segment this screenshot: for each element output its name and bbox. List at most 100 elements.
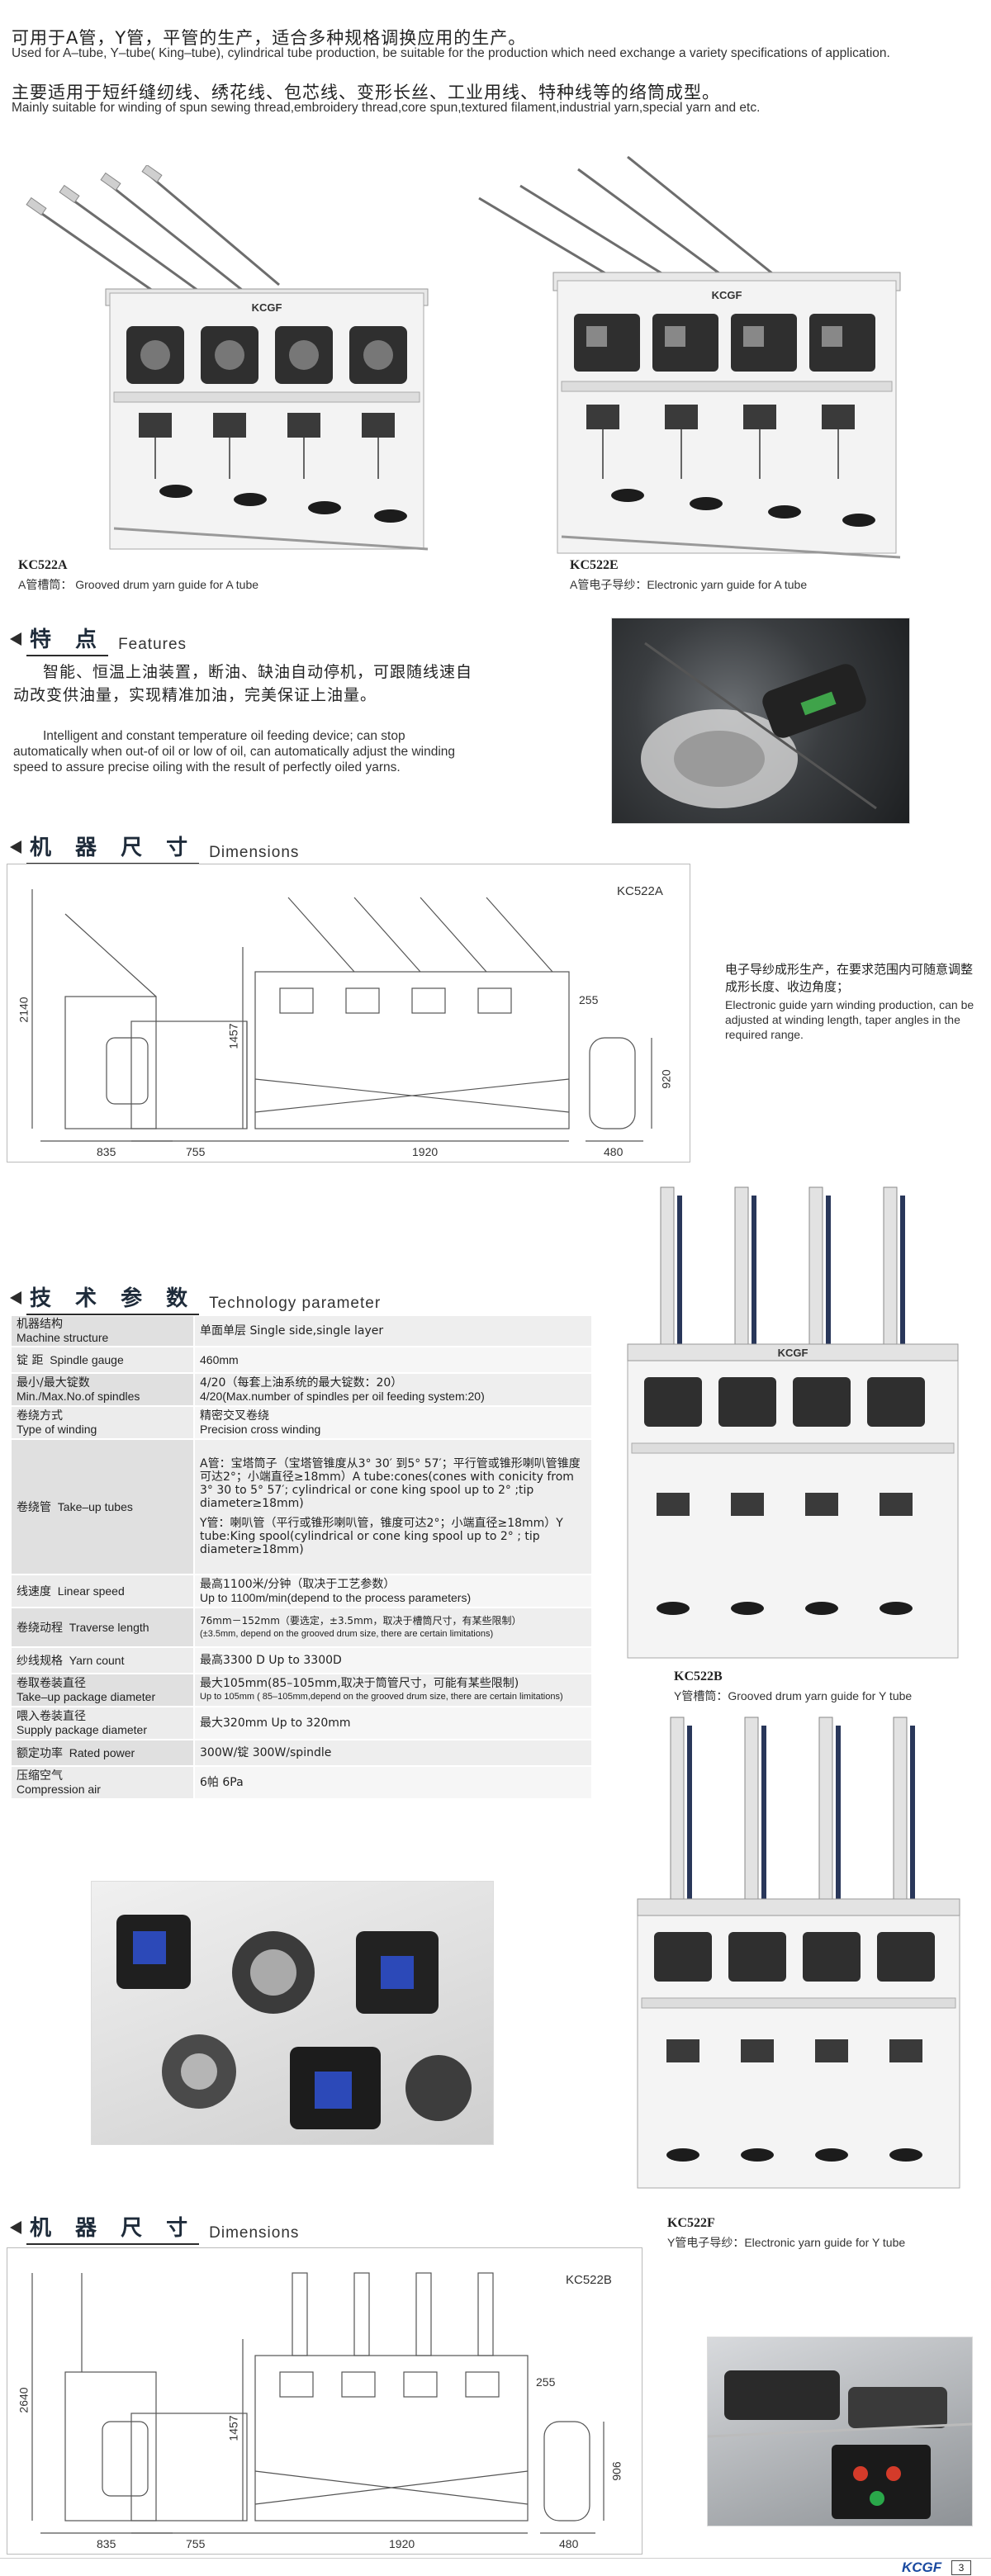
model-kc522a: KC522A — [18, 558, 68, 572]
row-key-zh: 卷取卷装直径 — [17, 1677, 86, 1690]
row-value-2: 4/20(Max.number of spindles per oil feed… — [200, 1390, 485, 1403]
drawing-a-model: KC522A — [617, 884, 663, 898]
row-key-en: Min./Max.No.of spindles — [17, 1390, 140, 1403]
row-key-zh: 卷绕动程 — [17, 1621, 63, 1635]
dim-a-w2: 755 — [186, 1145, 206, 1158]
chevron-left-icon — [8, 630, 21, 648]
row-key-en: Compression air — [17, 1783, 101, 1796]
row-key-zh: 锭 距 — [17, 1353, 44, 1367]
intro-en-1: Used for A–tube, Y–tube( King–tube), cyl… — [12, 46, 890, 60]
tensioner-closeup-photo — [91, 1881, 494, 2145]
electronic-note-en: Electronic guide yarn winding production… — [725, 998, 974, 1041]
row-value-1: 6帕 6Pa — [200, 1776, 244, 1789]
footer-divider — [0, 2558, 991, 2559]
dim-a-w4: 480 — [604, 1145, 624, 1158]
features-heading: 特 点 Features — [8, 623, 187, 656]
technology-title-en: Technology parameter — [209, 1295, 382, 1312]
row-key-zh: 喂入卷装直径 — [17, 1710, 86, 1723]
features-text-en: Intelligent and constant temperature oil… — [13, 729, 456, 774]
machine-kc522b-photo: KCGF — [611, 1179, 974, 1666]
row-key-en: Rated power — [69, 1745, 135, 1759]
electronic-note-zh: 电子导纱成形生产，在要求范围内可随意调整成形长度、收边角度； — [725, 962, 974, 994]
row-key-zh: 机器结构 — [17, 1318, 63, 1331]
dimensions-b-title-zh: 机 器 尺 寸 — [26, 2211, 200, 2245]
row-key-zh: 最小/最大锭数 — [17, 1376, 90, 1390]
chevron-left-icon — [8, 838, 21, 856]
features-text-zh: 智能、恒温上油装置，断油、缺油自动停机，可跟随线速自动改变供油量，实现精准加油，… — [13, 663, 473, 704]
intro-zh-1: 可用于A管，Y管，平管的生产，适合多种规格调换应用的生产。 — [12, 28, 527, 48]
table-row: 纱线规格 Yarn count 最高3300 D Up to 3300D — [12, 1647, 591, 1674]
dim-b-d1: 255 — [536, 2375, 556, 2389]
table-row: 线速度 Linear speed 最高1100米/分钟（取决于工艺参数）Up t… — [12, 1574, 591, 1608]
row-value-2: Precision cross winding — [200, 1423, 321, 1436]
model-kc522e: KC522E — [570, 558, 619, 572]
dim-a-h1: 2140 — [17, 997, 31, 1023]
dim-a-h2: 1457 — [226, 1023, 240, 1049]
dim-b-w2: 755 — [186, 2537, 206, 2550]
control-panel-photo — [707, 2337, 973, 2526]
dim-b-h3: 906 — [609, 2461, 624, 2481]
footer-brand-logo: KCGF — [902, 2559, 942, 2575]
row-value-1: 最高1100米/分钟（取决于工艺参数） — [200, 1578, 396, 1591]
row-value-2: Up to 1100m/min(depend to the process pa… — [200, 1591, 472, 1604]
row-key-en: Linear speed — [57, 1584, 125, 1598]
brand-mark-a: KCGF — [252, 301, 282, 314]
features-title-zh: 特 点 — [26, 623, 109, 656]
dim-a-h3: 920 — [659, 1069, 673, 1089]
row-key-en: Spindle gauge — [50, 1352, 124, 1366]
machine-kc522f-photo — [621, 1709, 976, 2196]
row-key-zh: 卷绕方式 — [17, 1409, 63, 1423]
dimensions-a-title-zh: 机 器 尺 寸 — [26, 831, 200, 864]
machine-kc522a-photo: KCGF — [15, 165, 453, 553]
chevron-left-icon — [8, 2218, 21, 2237]
row-key-en: Take–up tubes — [57, 1499, 133, 1513]
page-number: 3 — [951, 2560, 971, 2575]
caption-kc522e: A管电子导纱：Electronic yarn guide for A tube — [570, 578, 808, 591]
intro-en-2: Mainly suitable for winding of spun sewi… — [12, 101, 761, 115]
technology-title-zh: 技 术 参 数 — [26, 1281, 200, 1315]
row-value-1: 最高3300 D Up to 3300D — [200, 1654, 342, 1667]
row-key-zh: 额定功率 — [17, 1746, 63, 1760]
dimensions-b-heading: 机 器 尺 寸 Dimensions — [8, 2211, 300, 2245]
row-key-zh: 纱线规格 — [17, 1654, 63, 1668]
dimensions-b-title-en: Dimensions — [209, 2224, 300, 2242]
row-key-zh: 线速度 — [17, 1584, 51, 1598]
dim-b-w4: 480 — [559, 2537, 579, 2550]
dimensions-a-drawing: KC522A 2140 835 1 — [7, 864, 690, 1163]
row-value-1: 4/20（每套上油系统的最大锭数：20） — [200, 1376, 403, 1390]
dim-b-w1: 835 — [97, 2537, 116, 2550]
intro-zh-2: 主要适用于短纤缝纫线、绣花线、包芯线、变形长丝、工业用线、特种线等的络筒成型。 — [12, 83, 720, 102]
row-value-1: 最大320mm Up to 320mm — [200, 1717, 351, 1730]
model-kc522b: KC522B — [674, 1669, 723, 1683]
row-key-en: Supply package diameter — [17, 1723, 147, 1736]
row-value-1: 单面单层 Single side,single layer — [200, 1324, 384, 1338]
dimensions-b-drawing: KC522B 2640 835 1457 755 1920 255 906 48… — [7, 2247, 642, 2555]
dim-a-w1: 835 — [97, 1145, 116, 1158]
table-row: 卷绕管 Take–up tubes A管：宝塔筒子（宝塔管锥度从3° 30′ 到… — [12, 1439, 591, 1575]
row-value-2: Y管：喇叭管（平行或锥形喇叭管，锥度可达2°；小端直径≥18mm）Y tube:… — [200, 1517, 563, 1556]
row-value-1: 精密交叉卷绕 — [200, 1409, 269, 1423]
row-value-1: 460mm — [200, 1353, 239, 1366]
row-key-en: Traverse length — [69, 1620, 149, 1634]
machine-kc522e-photo: KCGF — [462, 149, 974, 561]
row-key-zh: 压缩空气 — [17, 1769, 63, 1783]
row-value-1: 76mm－152mm（要选定，±3.5mm，取决于槽筒尺寸，有某些限制） — [200, 1615, 522, 1627]
brand-mark-e: KCGF — [712, 289, 742, 301]
dim-b-h2: 1457 — [226, 2415, 240, 2441]
brand-mark-b: KCGF — [778, 1347, 808, 1359]
row-value-2: (±3.5mm, depend on the grooved drum size… — [200, 1629, 494, 1639]
table-row: 卷绕动程 Traverse length 76mm－152mm（要选定，±3.5… — [12, 1608, 591, 1648]
row-key-en: Type of winding — [17, 1423, 97, 1436]
technology-heading: 技 术 参 数 Technology parameter — [8, 1281, 382, 1315]
caption-kc522f: Y管电子导纱：Electronic yarn guide for Y tube — [667, 2236, 906, 2249]
row-key-en: Machine structure — [17, 1331, 109, 1344]
caption-kc522a: A管槽筒： Grooved drum yarn guide for A tube — [18, 578, 259, 591]
row-key-en: Yarn count — [69, 1653, 125, 1667]
dim-a-w3: 1920 — [412, 1145, 439, 1158]
